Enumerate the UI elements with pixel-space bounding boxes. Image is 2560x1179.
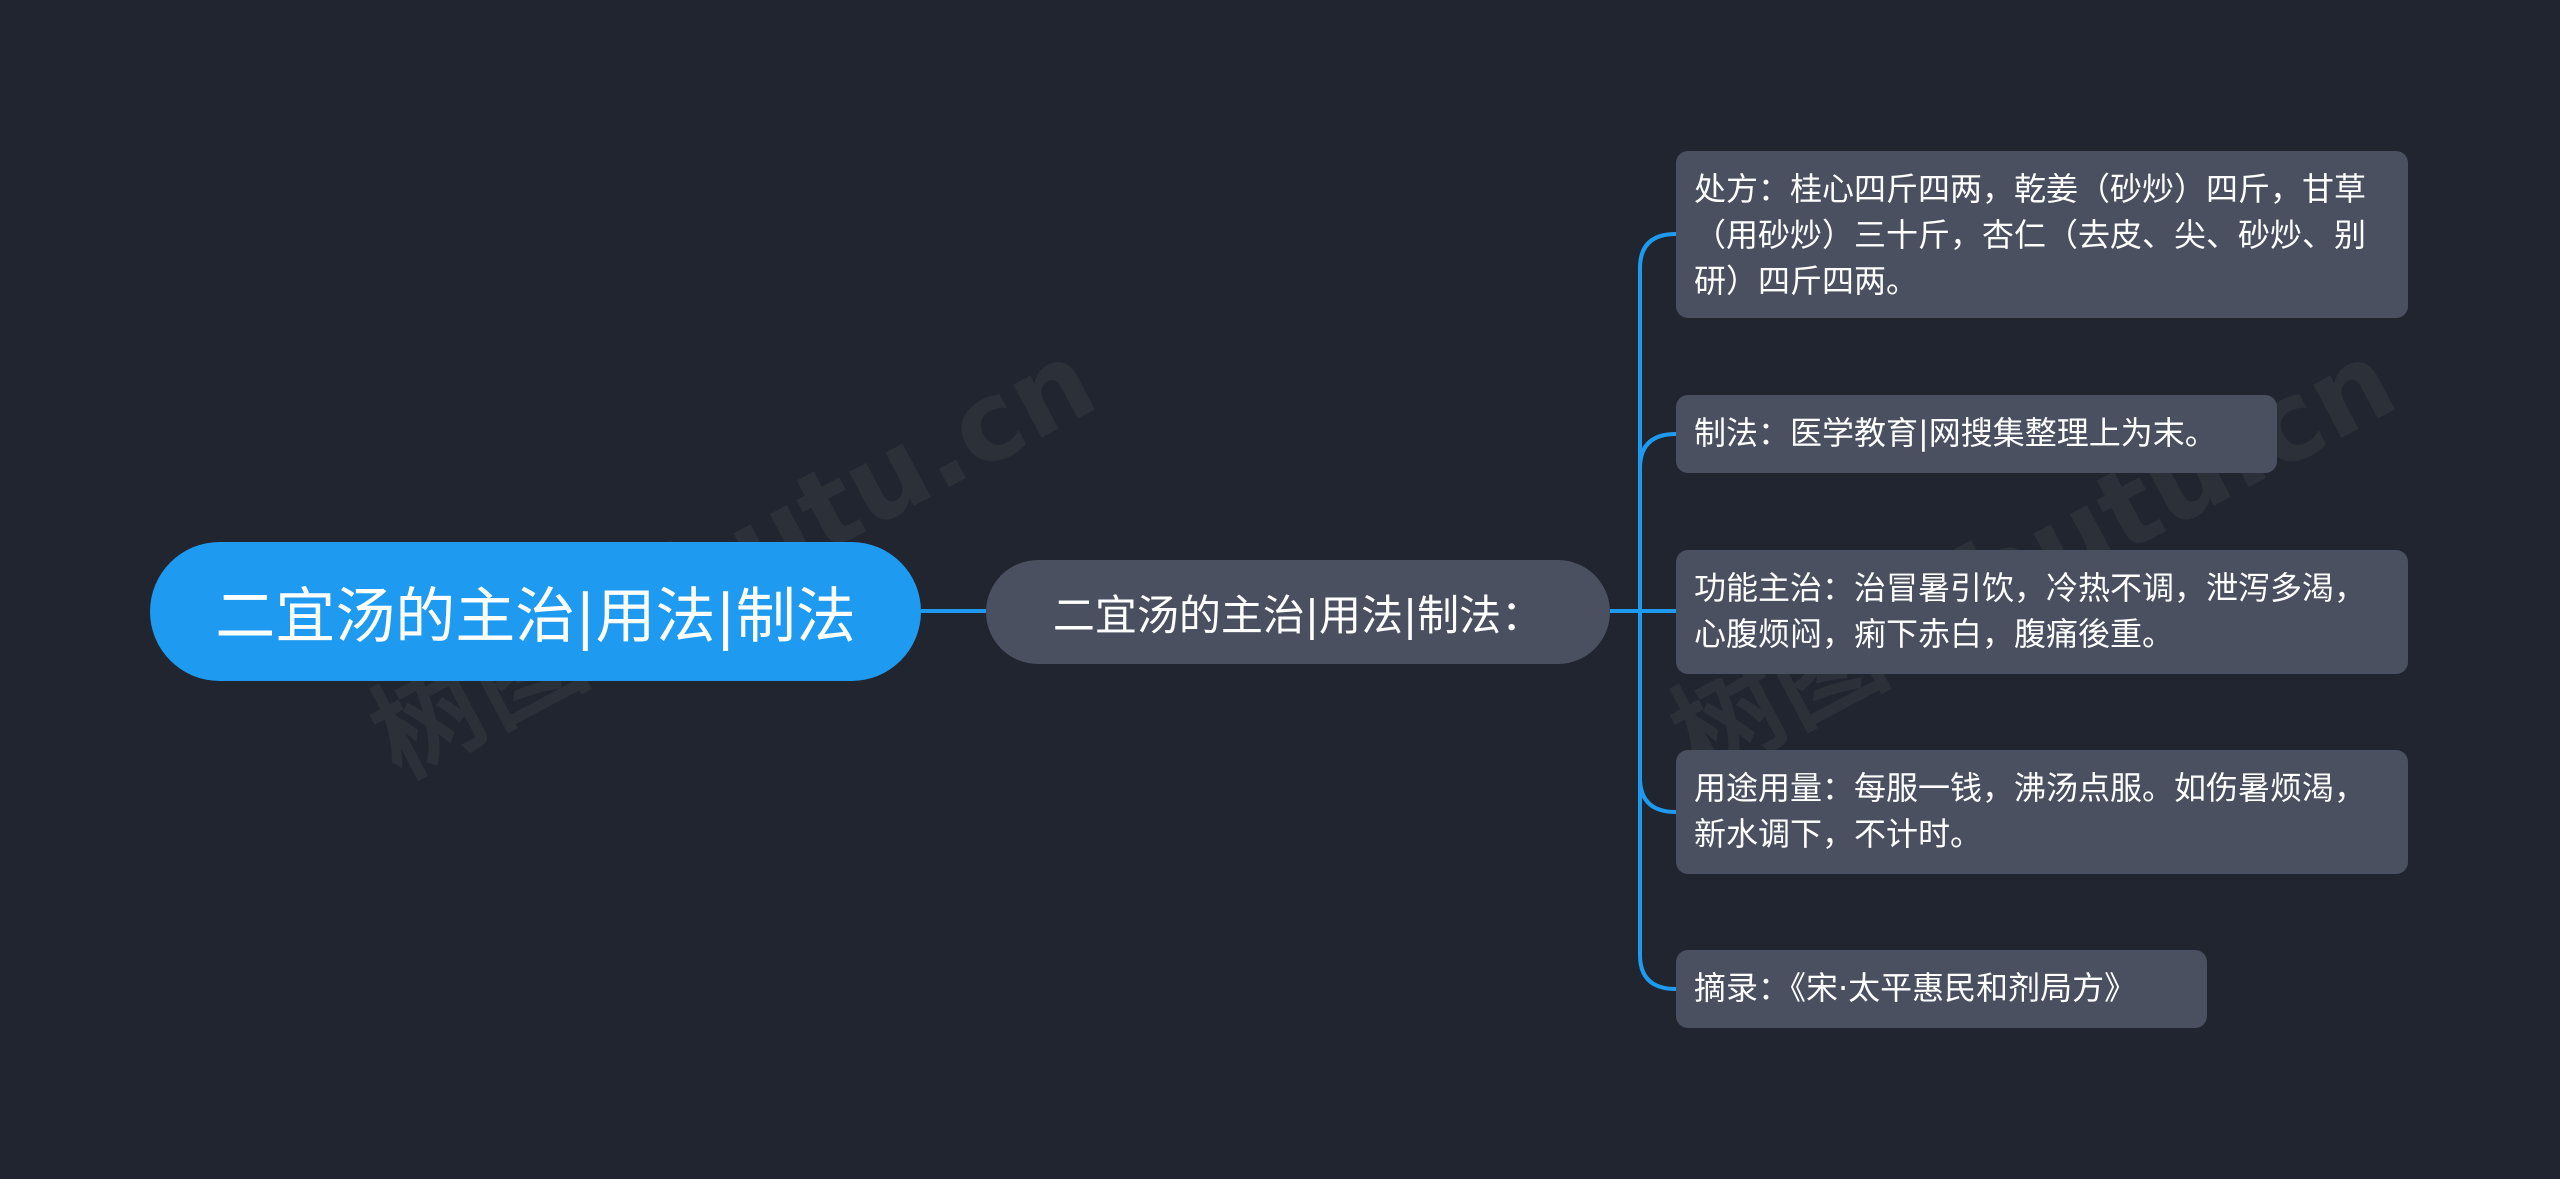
connector-leaf-0 [1638, 232, 1677, 611]
leaf-node-dosage[interactable]: 用途用量：每服一钱，沸汤点服。如伤暑烦渴，新水调下，不计时。 [1676, 750, 2408, 874]
connector-leaf-1 [1638, 432, 1677, 611]
leaf-node-prescription[interactable]: 处方：桂心四斤四两，乾姜（砂炒）四斤，甘草（用砂炒）三十斤，杏仁（去皮、尖、砂炒… [1676, 151, 2408, 318]
branch-topic-node[interactable]: 二宜汤的主治|用法|制法： [986, 560, 1610, 664]
leaf-node-source[interactable]: 摘录：《宋·太平惠民和剂局方》 [1676, 950, 2207, 1028]
connector-leaf-3 [1638, 611, 1677, 814]
leaf-node-indications[interactable]: 功能主治：治冒暑引饮，冷热不调，泄泻多渴，心腹烦闷，痢下赤白，腹痛後重。 [1676, 550, 2408, 674]
leaf-node-preparation[interactable]: 制法：医学教育|网搜集整理上为末。 [1676, 395, 2277, 473]
connector-leaf-4 [1638, 611, 1677, 991]
root-topic-node[interactable]: 二宜汤的主治|用法|制法 [150, 542, 921, 681]
